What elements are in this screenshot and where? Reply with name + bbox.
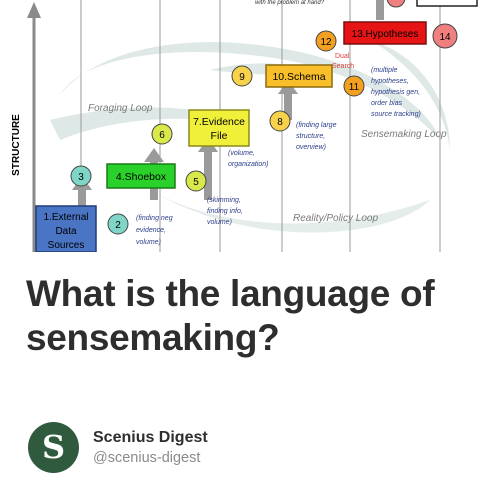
reality-loop-label: Reality/Policy Loop: [293, 213, 378, 224]
svg-text:9: 9: [239, 72, 245, 83]
svg-text:4.Shoebox: 4.Shoebox: [116, 171, 167, 183]
svg-text:finding info,: finding info,: [207, 208, 243, 215]
svg-text:12: 12: [320, 37, 332, 48]
svg-text:13.Hypotheses: 13.Hypotheses: [352, 29, 419, 40]
svg-text:volume): volume): [207, 219, 232, 226]
sensemaking-diagram: STRUCTURE: [11, 0, 478, 252]
svg-text:(multiple: (multiple: [371, 67, 398, 74]
dual-search-note: Dual: [335, 53, 350, 60]
hero-diagram-image[interactable]: STRUCTURE: [0, 0, 500, 252]
svg-text:14: 14: [439, 32, 451, 43]
author-handle: @scenius-digest: [93, 449, 201, 466]
svg-text:1.External: 1.External: [43, 212, 88, 223]
svg-text:(finding neg: (finding neg: [136, 215, 173, 222]
svg-text:Sources: Sources: [48, 240, 85, 251]
svg-text:volume): volume): [136, 239, 161, 246]
svg-text:6: 6: [159, 130, 165, 141]
step-top-circle: [386, 0, 406, 8]
svg-text:8: 8: [277, 117, 283, 128]
svg-text:7.Evidence: 7.Evidence: [193, 116, 245, 128]
diagram-notes: (finding neg evidence, volume) (skimming…: [136, 67, 421, 246]
box-evidence-file: 7.Evidence File: [188, 109, 250, 147]
avatar-glyph: S: [41, 428, 66, 466]
svg-text:Search: Search: [332, 63, 354, 70]
svg-text:organization): organization): [228, 161, 268, 168]
svg-text:2: 2: [115, 220, 121, 231]
svg-text:source tracking): source tracking): [371, 111, 421, 118]
svg-text:hypotheses,: hypotheses,: [371, 78, 409, 85]
svg-text:3: 3: [78, 172, 84, 183]
post-title[interactable]: What is the language of sensemaking?: [26, 273, 435, 358]
svg-text:File: File: [211, 130, 228, 142]
top-box: [416, 0, 478, 7]
author-name[interactable]: Scenius Digest: [93, 428, 208, 446]
svg-text:evidence,: evidence,: [136, 227, 166, 234]
box-hypotheses: 13.Hypotheses: [343, 21, 427, 45]
svg-text:(skimming,: (skimming,: [207, 197, 241, 204]
svg-text:overview): overview): [296, 144, 326, 151]
box-schema: 10.Schema: [265, 64, 333, 88]
box-external-data: 1.External Data Sources: [35, 205, 97, 252]
author-block[interactable]: S Scenius Digest @scenius-digest: [28, 421, 488, 473]
box-shoebox: 4.Shoebox: [106, 163, 176, 189]
svg-text:hypothesis gen,: hypothesis gen,: [371, 89, 420, 96]
svg-text:11: 11: [349, 82, 360, 93]
svg-text:structure,: structure,: [296, 133, 325, 140]
axis-label: STRUCTURE: [11, 114, 22, 176]
svg-text:Data: Data: [55, 226, 77, 237]
svg-text:(volume,: (volume,: [228, 150, 255, 157]
svg-text:5: 5: [193, 177, 199, 188]
svg-text:order bias: order bias: [371, 100, 403, 107]
svg-text:(finding large: (finding large: [296, 122, 337, 129]
author-avatar[interactable]: S: [28, 421, 79, 473]
svg-text:10.Schema: 10.Schema: [272, 71, 325, 83]
sensemaking-loop-label: Sensemaking Loop: [361, 129, 447, 140]
foraging-loop-label: Foraging Loop: [88, 103, 153, 114]
author-text: Scenius Digest @scenius-digest: [93, 427, 208, 468]
structure-axis: [27, 2, 41, 252]
step-circles: 2 3 5 6 8 9 11 12 14: [70, 23, 458, 235]
top-note: with the problem at hand?: [255, 0, 325, 6]
